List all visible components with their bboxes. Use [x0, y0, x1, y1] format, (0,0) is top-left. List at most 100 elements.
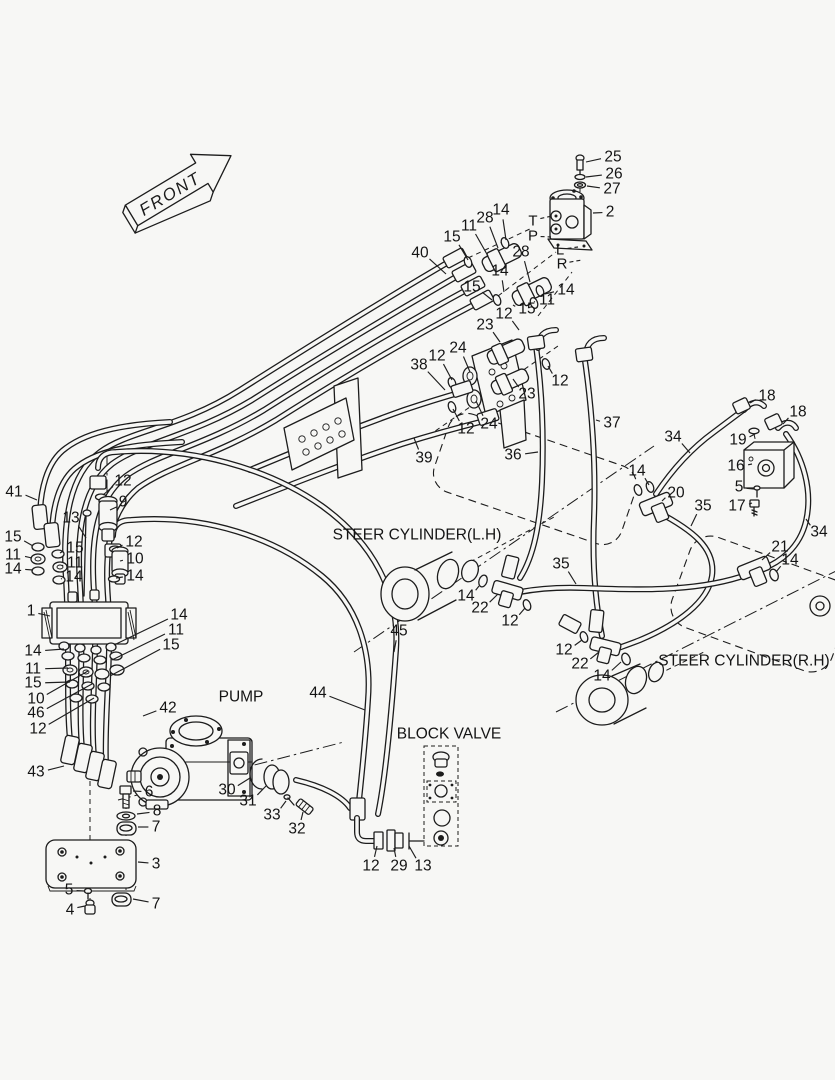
part-callout-14: 14 [24, 642, 42, 660]
part-callout-24: 24 [449, 339, 467, 357]
part-callout-38: 38 [410, 356, 428, 374]
port-letter-L: L [555, 241, 565, 259]
leader-line [805, 518, 811, 526]
part-callout-6: 6 [144, 783, 154, 801]
leader-line [462, 356, 471, 373]
leader-line [501, 280, 505, 293]
part-callout-19: 19 [729, 431, 747, 449]
part-callout-40: 40 [411, 244, 429, 262]
part-callout-4: 4 [65, 901, 75, 919]
part-callout-35: 35 [552, 555, 570, 573]
leader-line [102, 486, 114, 496]
leader-line [512, 378, 520, 388]
port-letter-R: R [556, 255, 568, 273]
part-callout-22: 22 [571, 655, 589, 673]
leader-line [475, 233, 489, 257]
part-callout-24: 24 [480, 415, 498, 433]
block-valve [423, 745, 459, 847]
leader-line [373, 845, 378, 858]
part-callout-42: 42 [159, 699, 177, 717]
part-callout-11: 11 [538, 291, 556, 309]
leader-line [116, 544, 123, 549]
part-callout-22: 22 [471, 599, 489, 617]
leader-line [132, 898, 149, 903]
steer-cylinder-rh-ghost [670, 535, 835, 673]
part-callout-10: 10 [126, 550, 144, 568]
leader-line [24, 555, 33, 559]
hose-end-ferrules [60, 734, 117, 790]
leader-line [749, 399, 757, 404]
leader-line [45, 667, 69, 670]
part-callout-14: 14 [491, 262, 509, 280]
part-callout-23: 23 [518, 385, 536, 403]
part-callout-18: 18 [789, 403, 807, 421]
leader-line [502, 219, 507, 241]
part-callout-33: 33 [263, 806, 281, 824]
leader-line [525, 451, 539, 455]
leader-line [475, 400, 484, 416]
part-callout-16: 16 [727, 457, 745, 475]
leader-line [300, 811, 304, 821]
part-callout-8: 8 [152, 802, 162, 820]
leader-line [23, 540, 34, 547]
leader-line [77, 525, 87, 539]
part-callout-2: 2 [605, 203, 615, 221]
leader-line [782, 417, 789, 425]
part-callout-29: 29 [390, 857, 408, 875]
part-callout-11: 11 [167, 621, 185, 639]
leader-line [574, 639, 583, 646]
leader-line [585, 158, 602, 163]
part-callout-28: 28 [476, 209, 494, 227]
part-callout-13: 13 [62, 509, 80, 527]
part-callout-11: 11 [66, 554, 84, 572]
part-callout-27: 27 [603, 180, 621, 198]
part-callout-11: 11 [460, 217, 478, 235]
right-side-fittings [633, 397, 799, 587]
leader-line [569, 259, 583, 263]
part-callout-43: 43 [27, 763, 45, 781]
part-callout-14: 14 [593, 667, 611, 685]
part-callout-20: 20 [667, 484, 685, 502]
mid-fittings [447, 338, 530, 426]
pump [126, 715, 253, 810]
part-callout-14: 14 [457, 587, 475, 605]
leader-line [761, 552, 771, 561]
leader-line [59, 550, 64, 554]
leader-line [137, 861, 149, 864]
part-callout-15: 15 [162, 636, 180, 654]
part-callout-28: 28 [512, 243, 530, 261]
steering-unit [547, 154, 593, 251]
block-valve-label: BLOCK VALVE [396, 725, 502, 743]
part-callout-5: 5 [734, 478, 744, 496]
leader-line [511, 320, 520, 331]
leader-line [523, 260, 531, 283]
part-callout-14: 14 [781, 551, 799, 569]
leader-line [115, 576, 123, 579]
part-callout-15: 15 [66, 539, 84, 557]
part-callout-14: 14 [492, 201, 510, 219]
leader-line [586, 185, 600, 189]
part-callout-44: 44 [309, 684, 327, 702]
part-callout-12: 12 [114, 472, 132, 490]
leader-line [38, 612, 51, 617]
pump-label: PUMP [218, 688, 264, 706]
leader-line [512, 304, 516, 307]
part-callout-12: 12 [551, 372, 569, 390]
steer-cylinder-lh-label: STEER CYLINDER(L.H) [332, 526, 502, 544]
leader-line [25, 568, 34, 571]
leader-line [547, 365, 553, 374]
leader-line [46, 683, 93, 710]
part-callout-23: 23 [476, 316, 494, 334]
part-callout-37: 37 [603, 414, 621, 432]
part-callout-7: 7 [151, 818, 161, 836]
leader-line [540, 215, 553, 220]
leader-line [427, 371, 446, 391]
part-callout-32: 32 [288, 820, 306, 838]
coupling-parts [249, 758, 314, 815]
leader-line [518, 607, 526, 616]
part-callout-3: 3 [151, 855, 161, 873]
part-callout-14: 14 [170, 606, 188, 624]
